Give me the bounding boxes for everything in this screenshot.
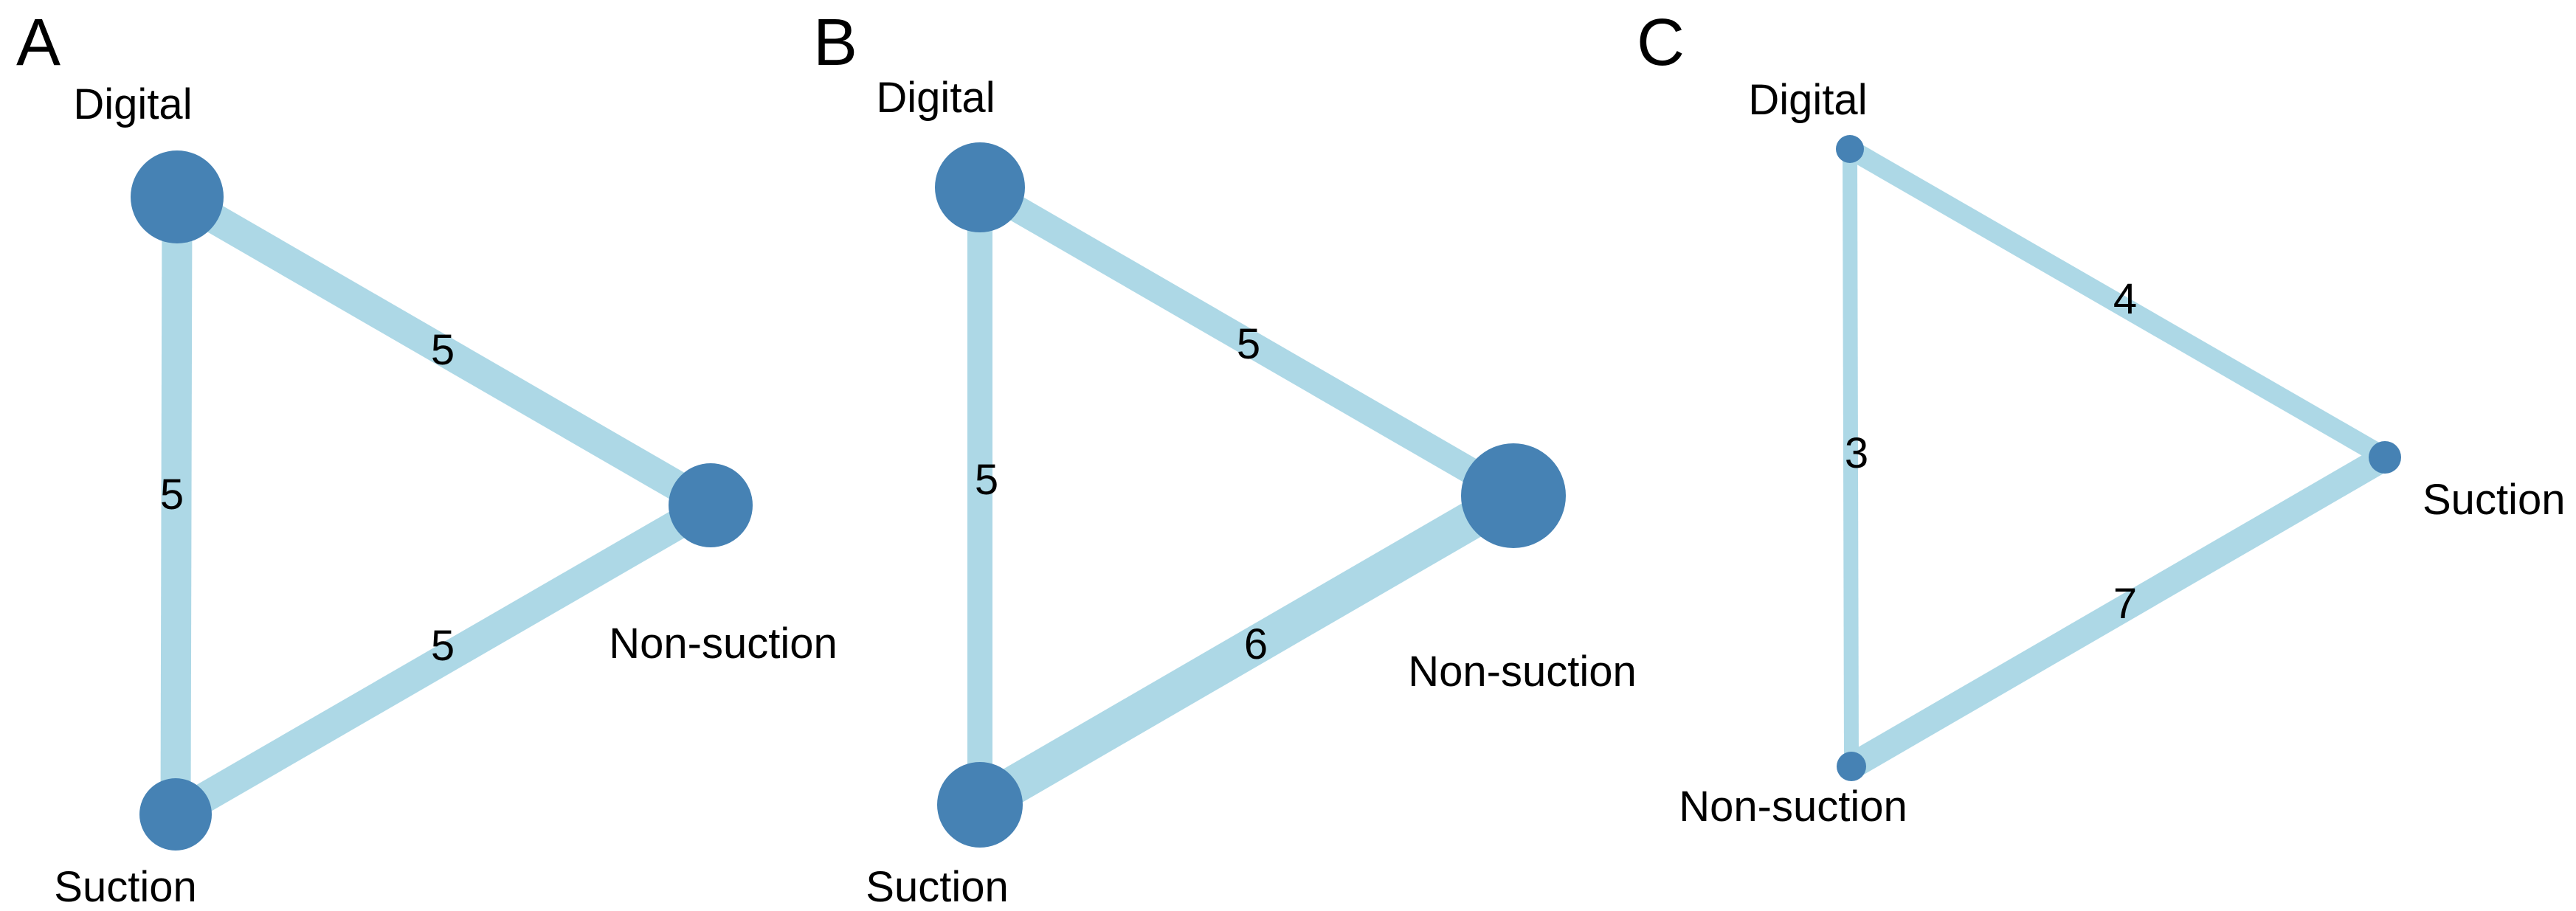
edge-suction-non-suction-weight: 6: [1244, 620, 1268, 668]
node-suction: [2369, 441, 2401, 474]
edge-suction-non-suction-weight: 5: [431, 622, 455, 670]
node-suction: [937, 762, 1023, 848]
edge-suction-non-suction: [970, 479, 1524, 822]
edge-non-suction-suction-weight: 7: [2113, 580, 2137, 628]
edge-digital-suction: [1845, 140, 2390, 466]
edge-digital-suction-weight: 5: [160, 471, 184, 519]
edge-digital-non-suction-weight: 5: [431, 326, 455, 374]
edge-digital-suction-weight: 4: [2113, 275, 2137, 323]
node-suction-label: Suction: [866, 863, 1008, 911]
node-non-suction-label: Non-suction: [609, 620, 837, 668]
panel-c-letter: C: [1637, 6, 1685, 80]
node-non-suction: [1837, 752, 1866, 781]
node-digital-label: Digital: [73, 80, 192, 128]
panel-b-letter: B: [813, 6, 857, 80]
node-digital: [935, 142, 1025, 232]
edge-suction-non-suction: [168, 492, 719, 828]
node-suction-label: Suction: [54, 863, 196, 911]
edge-digital-non-suction: [973, 176, 1521, 508]
panel-a-letter: A: [16, 6, 61, 80]
node-non-suction: [1461, 443, 1566, 548]
node-suction-label: Suction: [2423, 476, 2565, 524]
edge-digital-non-suction: [1843, 148, 1859, 767]
node-digital-label: Digital: [876, 74, 995, 122]
node-non-suction-label: Non-suction: [1679, 783, 1907, 831]
edge-digital-non-suction-weight: 5: [1237, 320, 1260, 368]
edge-digital-suction: [160, 196, 193, 815]
node-suction: [139, 778, 212, 851]
node-non-suction: [669, 463, 753, 547]
node-digital-label: Digital: [1748, 76, 1867, 124]
edge-digital-non-suction-weight: 3: [1845, 429, 1868, 477]
node-non-suction-label: Non-suction: [1408, 648, 1636, 696]
node-digital: [131, 150, 224, 243]
edge-digital-non-suction: [169, 184, 719, 519]
edge-non-suction-suction: [1844, 446, 2392, 778]
node-digital: [1836, 135, 1864, 163]
edge-digital-suction-weight: 5: [975, 456, 998, 504]
